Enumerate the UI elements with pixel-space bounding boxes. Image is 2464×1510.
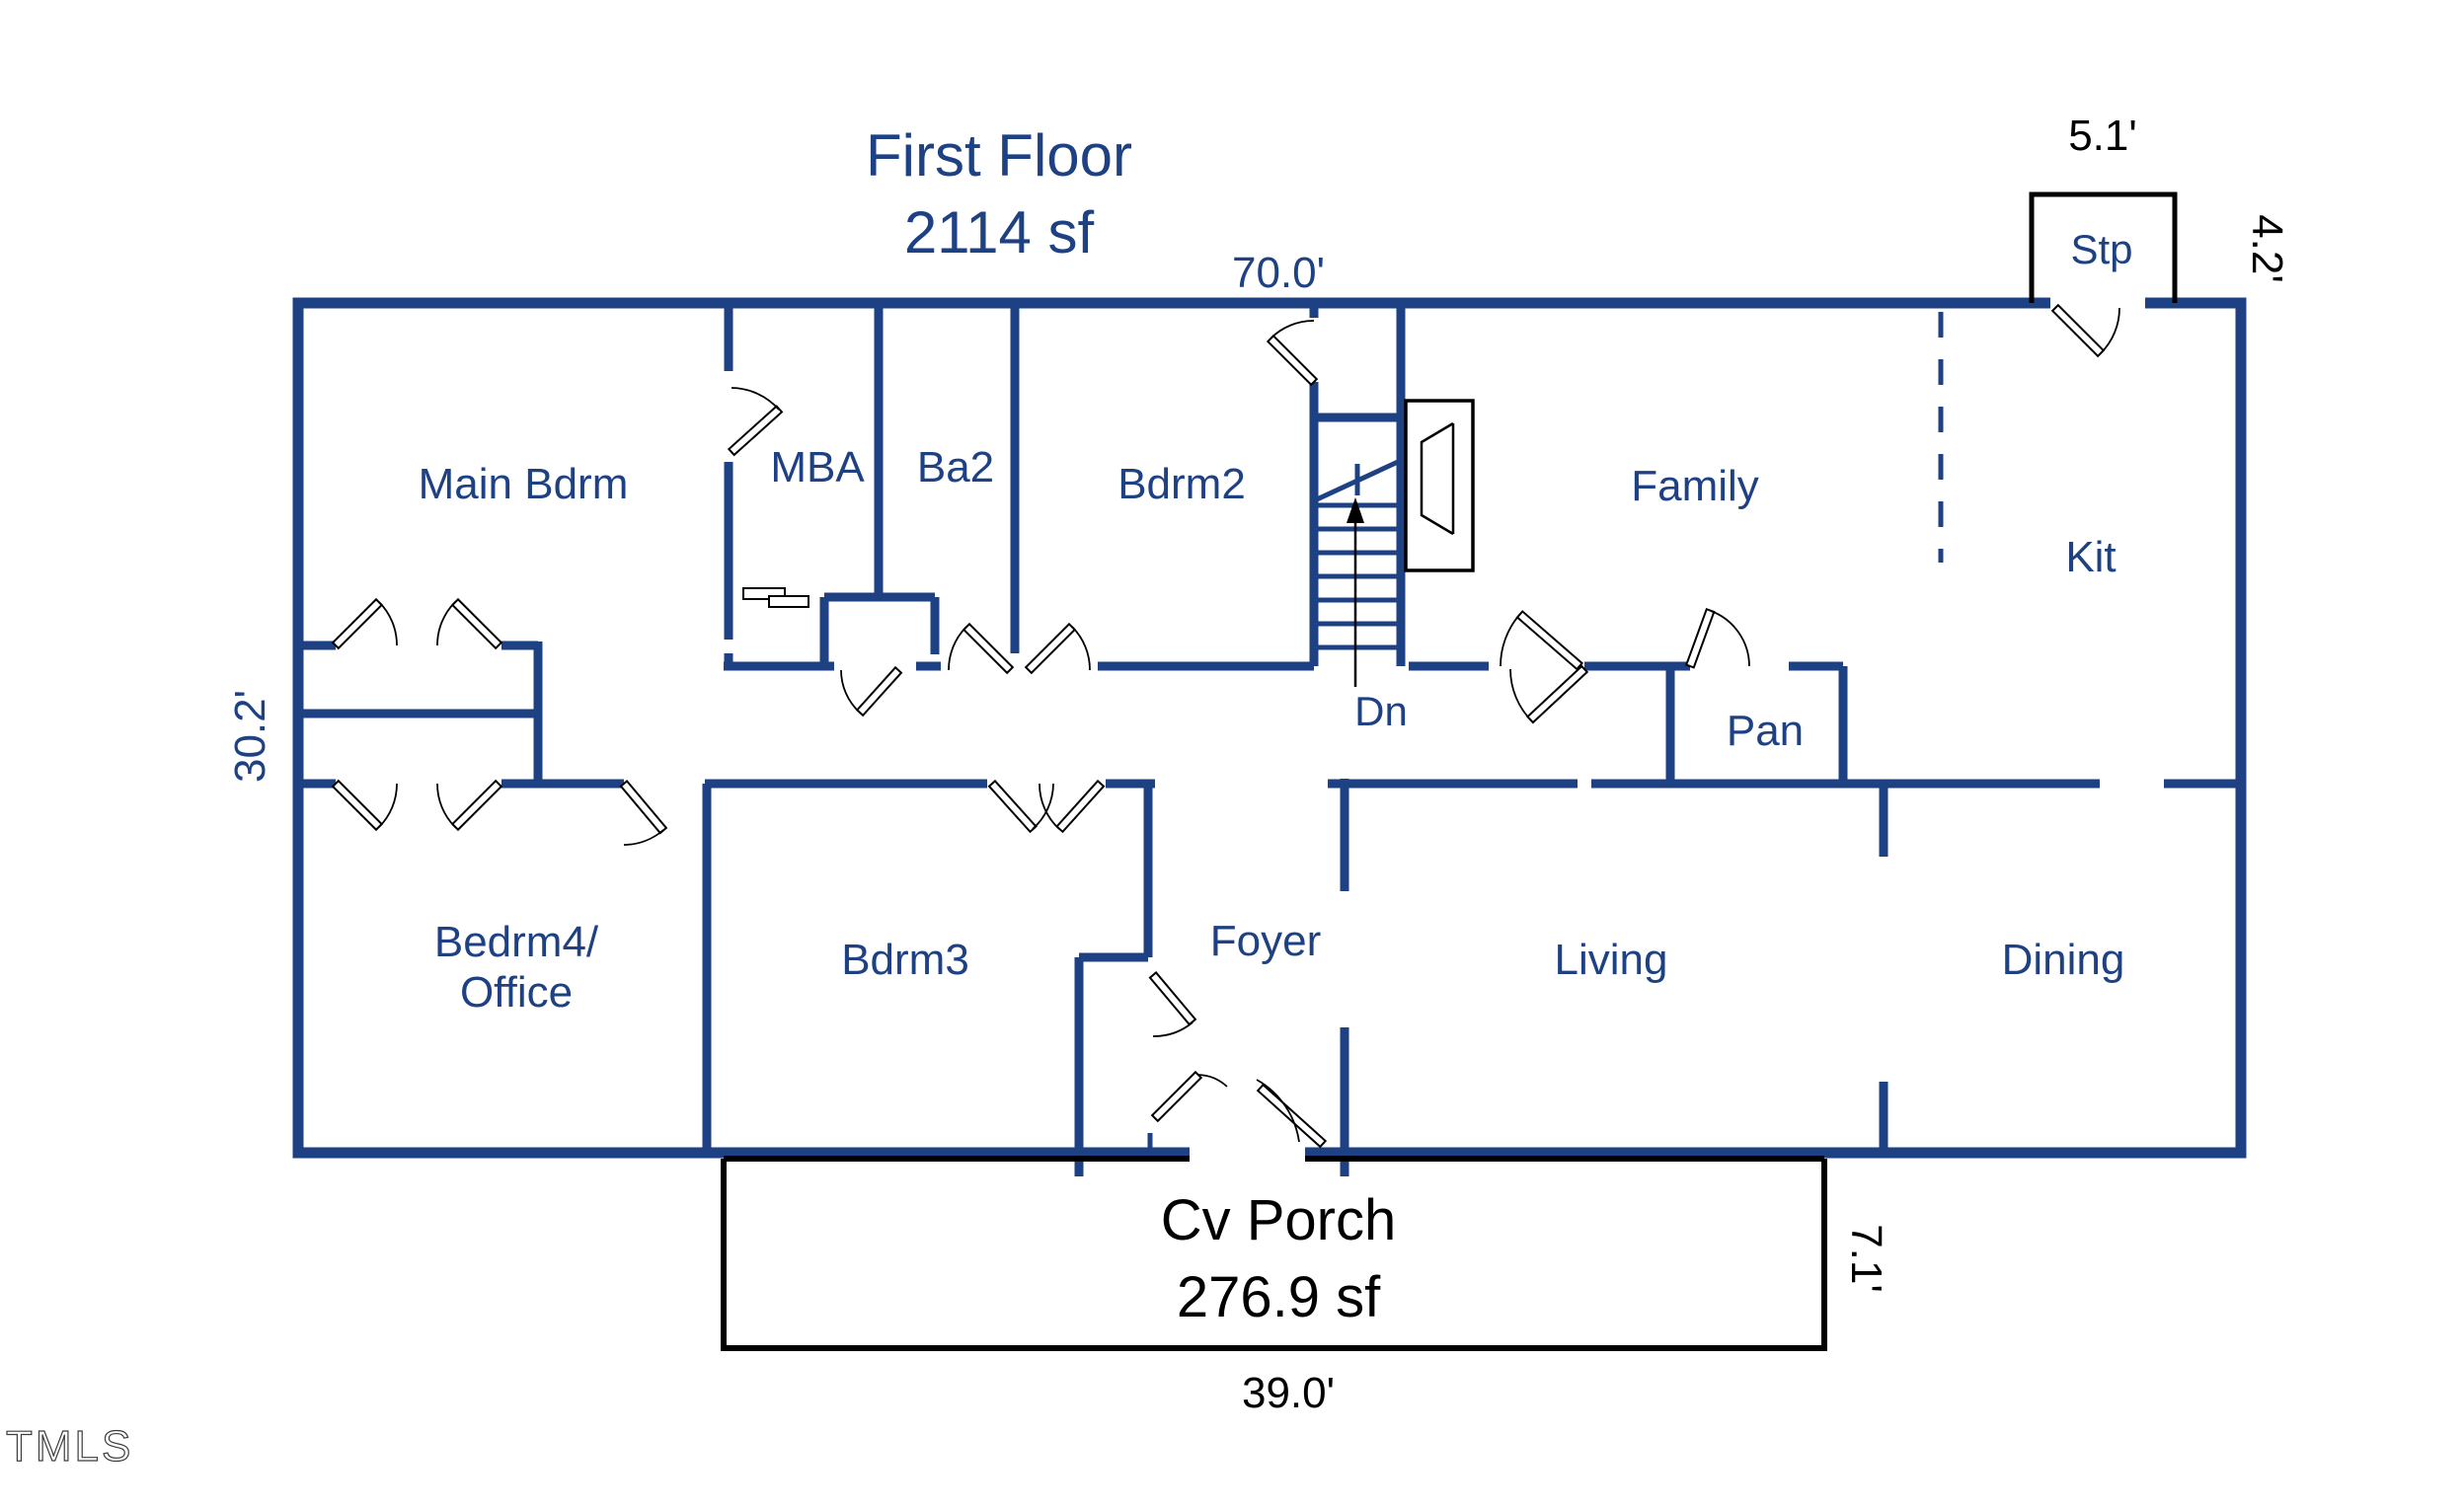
room-label-stoop: Stp: [2070, 226, 2132, 272]
door-leaf-icon: [1684, 607, 1716, 669]
interior-walls: [298, 303, 2241, 1176]
room-label-family: Family: [1631, 462, 1759, 510]
room-label-bedrm4-line2: Office: [460, 968, 573, 1017]
door-leaf-icon: [619, 780, 668, 835]
door-leaf-icon: [1055, 779, 1106, 834]
room-label-ba2: Ba2: [917, 443, 994, 491]
porch-label: Cv Porch: [1161, 1188, 1397, 1252]
door-leaf-icon: [1148, 971, 1197, 1026]
labels: First Floor 2114 sf 70.0' 30.2' 5.1' 4.2…: [5, 112, 2291, 1472]
page-title-line2: 2114 sf: [904, 199, 1095, 265]
room-label-bdrm2: Bdrm2: [1117, 460, 1246, 508]
dimension-porch-depth: 7.1': [1842, 1224, 1890, 1293]
room-label-mba: MBA: [770, 443, 865, 491]
fireplace: [1404, 399, 1475, 572]
exterior-walls: [292, 297, 2247, 1159]
door-leaf-icon: [331, 597, 384, 650]
stair-direction-label: Dn: [1354, 688, 1408, 734]
watermark-logo: TMLS: [6, 1422, 133, 1471]
stair-direction-arrow: [1347, 497, 1364, 687]
porch-outline: [721, 1156, 1827, 1351]
door-leaf-icon: [1150, 1070, 1203, 1123]
dimension-overall-depth: 30.2': [226, 690, 274, 783]
room-label-bedrm4-line1: Bedrm4/: [434, 918, 599, 966]
door-leaf-icon: [1266, 334, 1319, 387]
door-leaf-icon: [2050, 303, 2106, 358]
door-leaf-icon: [331, 779, 384, 832]
door-leaf-icon: [1526, 664, 1589, 724]
room-label-bdrm3: Bdrm3: [841, 936, 969, 984]
room-label-main-bdrm: Main Bdrm: [419, 460, 629, 508]
door-leaf-icon: [987, 779, 1038, 834]
dimension-porch-width: 39.0': [1242, 1369, 1335, 1417]
door-leaf-icon: [1024, 622, 1077, 675]
room-label-living: Living: [1555, 936, 1668, 984]
dimension-stoop-width: 5.1': [2068, 112, 2137, 160]
door-leaf-icon: [450, 597, 503, 650]
door-leaf-icon: [855, 665, 903, 717]
page-title-line1: First Floor: [866, 122, 1132, 189]
staircase: [1314, 459, 1401, 687]
room-label-pan: Pan: [1727, 707, 1804, 755]
room-label-foyer: Foyer: [1210, 917, 1321, 965]
dimension-overall-width: 70.0': [1232, 249, 1325, 297]
room-label-dining: Dining: [2002, 936, 2125, 984]
stoop-outline: [2029, 191, 2178, 303]
dimension-stoop-depth: 4.2': [2243, 214, 2291, 283]
door-leaf-icon: [450, 779, 503, 832]
vanity-sink-icon: [742, 587, 809, 608]
porch-area: 276.9 sf: [1177, 1265, 1381, 1329]
room-label-kit: Kit: [2065, 533, 2116, 581]
door-leaf-icon: [962, 622, 1015, 675]
door-symbols: [331, 303, 2120, 1149]
door-leaf-icon: [1515, 610, 1584, 671]
